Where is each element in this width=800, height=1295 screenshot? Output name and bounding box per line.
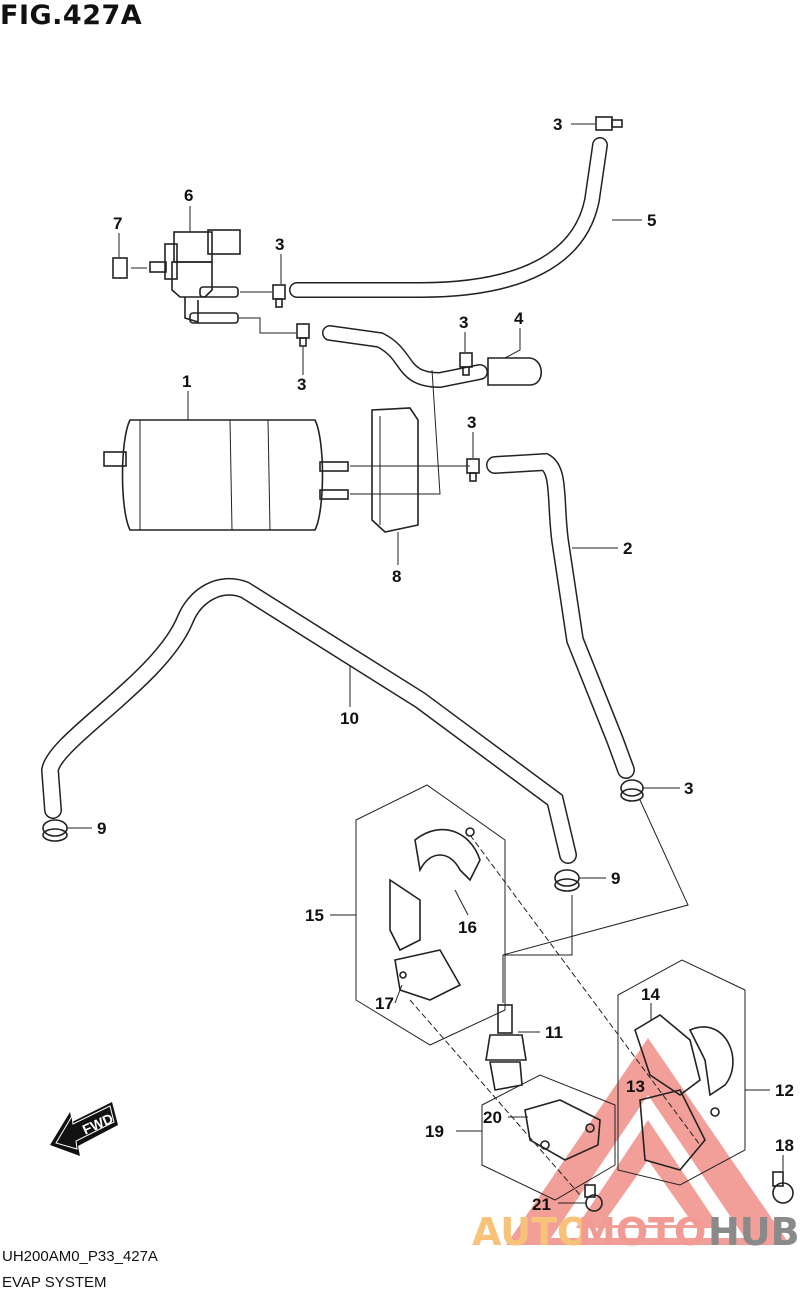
callout-18[interactable]: 18 [775, 1136, 794, 1155]
purge-valve-part-6[interactable] [149, 229, 241, 324]
callout-16[interactable]: 16 [458, 918, 477, 937]
callout-3[interactable]: 3 [684, 779, 693, 798]
callout-3[interactable]: 3 [467, 413, 476, 432]
watermark-hub: HUB [708, 1210, 800, 1254]
system-name: EVAP SYSTEM [2, 1274, 107, 1291]
callout-11[interactable]: 11 [545, 1023, 563, 1042]
callout-9[interactable]: 9 [97, 819, 106, 838]
clamp-part-3-lower[interactable] [620, 779, 644, 802]
watermark-logo: AUTO MOTO HUB [472, 1210, 800, 1254]
watermark-triangle [506, 1038, 790, 1245]
figure-title: FIG.427A [0, 0, 143, 31]
clamp-part-3-upper-valve[interactable] [272, 284, 286, 308]
hose-part-5[interactable] [289, 137, 608, 298]
callout-12[interactable]: 12 [775, 1081, 794, 1100]
watermark-moto: MOTO [578, 1210, 706, 1254]
callout-3[interactable]: 3 [297, 375, 306, 394]
callout-20[interactable]: 20 [483, 1108, 502, 1127]
fwd-direction-arrow: FWD [50, 1102, 118, 1156]
callout-3[interactable]: 3 [275, 235, 284, 254]
clamp-part-9-right[interactable] [554, 869, 580, 892]
callout-4[interactable]: 4 [514, 309, 524, 328]
callout-21[interactable]: 21 [532, 1195, 551, 1214]
watermark-auto: AUTO [472, 1210, 589, 1254]
clamp-part-3-top[interactable] [595, 116, 623, 131]
clamp-part-3-mid[interactable] [459, 352, 473, 376]
clamp-part-3-lower-valve[interactable] [296, 323, 310, 347]
bolt-part-18[interactable] [772, 1171, 794, 1204]
group-box-12 [617, 959, 746, 1186]
valve-part-11[interactable] [485, 1004, 527, 1091]
callout-10[interactable]: 10 [340, 709, 359, 728]
canister-part-1[interactable] [103, 419, 349, 531]
clamp-part-9-left[interactable] [42, 819, 68, 842]
callout-13[interactable]: 13 [626, 1077, 645, 1096]
callout-19[interactable]: 19 [425, 1122, 444, 1141]
callout-2[interactable]: 2 [623, 539, 632, 558]
clamp-part-3-canister[interactable] [466, 458, 480, 482]
callout-3[interactable]: 3 [459, 313, 468, 332]
clip-part-17[interactable] [394, 949, 462, 1001]
bracket-part-8[interactable] [371, 407, 419, 533]
group-box-19 [481, 1074, 616, 1201]
callout-17[interactable]: 17 [375, 994, 394, 1013]
callout-14[interactable]: 14 [641, 985, 660, 1004]
callout-1[interactable]: 1 [182, 372, 191, 391]
callout-7[interactable]: 7 [113, 214, 122, 233]
bracket-part-20[interactable] [524, 1099, 601, 1161]
group-box-15 [355, 784, 506, 1046]
figure-code: UH200AM0_P33_427A [2, 1248, 158, 1265]
callout-3[interactable]: 3 [553, 115, 562, 134]
callout-9[interactable]: 9 [611, 869, 620, 888]
callout-15[interactable]: 15 [305, 906, 324, 925]
callout-5[interactable]: 5 [647, 211, 656, 230]
callout-leaders [67, 123, 784, 1204]
clamp-part-13[interactable] [639, 1089, 720, 1171]
bracket-part-16[interactable] [389, 827, 481, 952]
callout-6[interactable]: 6 [184, 186, 193, 205]
bracket-part-14[interactable] [634, 1014, 734, 1097]
nut-part-7[interactable] [112, 257, 147, 279]
callout-8[interactable]: 8 [392, 567, 401, 586]
